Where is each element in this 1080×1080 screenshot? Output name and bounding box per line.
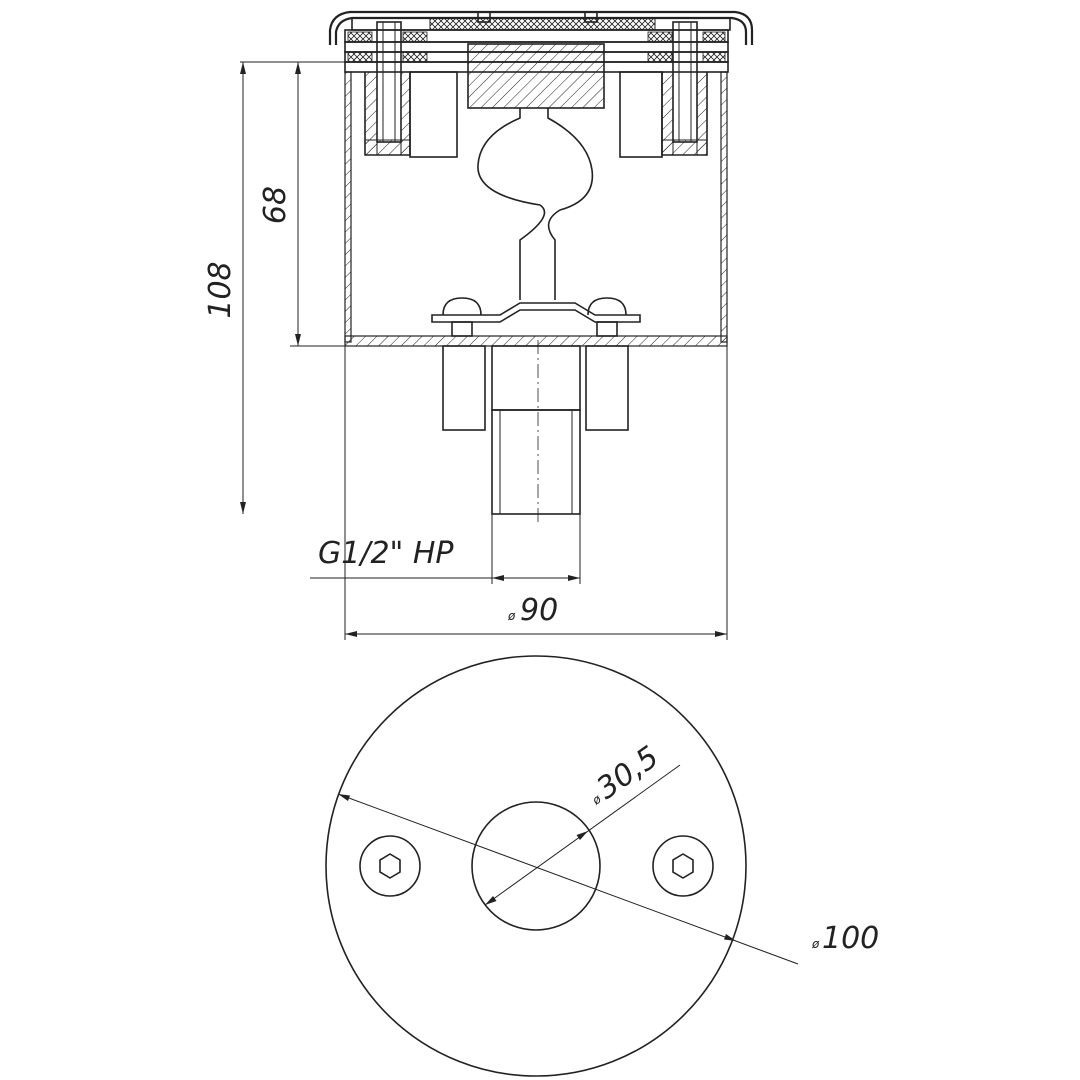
dim-outer-diameter: 100 xyxy=(822,921,879,956)
body xyxy=(344,71,728,347)
dim-body-diameter: 90 xyxy=(520,593,558,628)
side-dimensions xyxy=(240,61,728,640)
diameter-symbol-100: ø xyxy=(811,937,820,951)
outer-circle xyxy=(325,655,747,1077)
left-hex-socket xyxy=(359,835,421,897)
dim-body-height: 68 xyxy=(258,186,293,224)
top-view xyxy=(325,655,799,1077)
center-hole xyxy=(471,801,601,931)
dim-center-hole: 30,5 xyxy=(591,740,666,807)
right-hex-socket xyxy=(652,835,714,897)
bottom-clamp xyxy=(431,297,641,337)
diameter-symbol-90: ø xyxy=(507,609,516,623)
thread-label: G1/2" НР xyxy=(318,536,454,571)
lid-rim xyxy=(328,10,754,45)
outlet-fitting xyxy=(442,340,629,525)
dim-total-height: 108 xyxy=(203,261,238,318)
right-screw xyxy=(619,21,708,158)
heating-spiral xyxy=(477,108,594,300)
central-block xyxy=(467,43,605,109)
left-screw xyxy=(364,21,458,158)
side-view xyxy=(328,10,754,525)
